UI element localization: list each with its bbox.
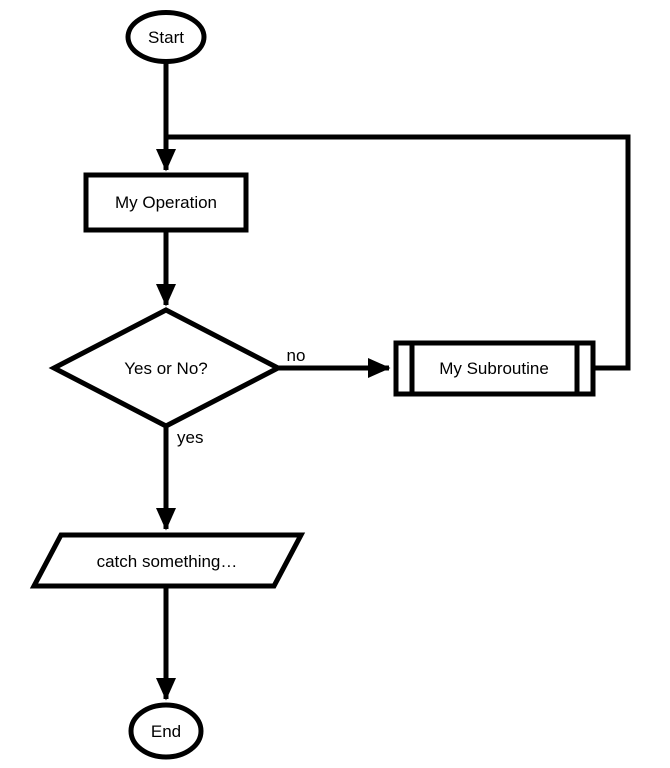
operation-node-label: My Operation: [115, 193, 217, 212]
end-node: [128, 702, 204, 760]
output-node: [29, 532, 306, 589]
start-node-label: Start: [148, 28, 184, 47]
subroutine-node: [393, 340, 596, 397]
start-node: [125, 10, 207, 64]
edge-subroutine-loop-back: [166, 134, 631, 371]
edge-label-no: no: [287, 346, 306, 365]
edge-label-yes: yes: [177, 428, 203, 447]
end-node-label: End: [151, 722, 181, 741]
operation-node: [83, 172, 249, 233]
subroutine-node-box: [393, 340, 596, 397]
decision-node: [48, 307, 284, 429]
subroutine-node-label: My Subroutine: [439, 359, 549, 378]
decision-node-label: Yes or No?: [124, 359, 207, 378]
output-node-label: catch something…: [97, 552, 238, 571]
